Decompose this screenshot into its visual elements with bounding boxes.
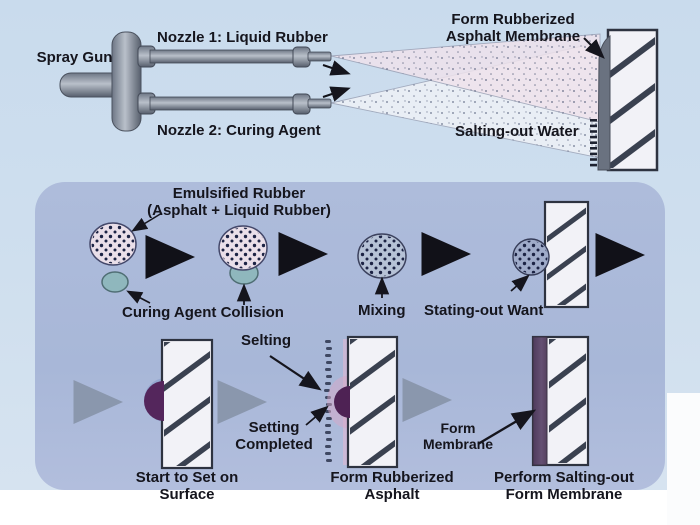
substrate-wall-row2a	[144, 338, 214, 470]
emulsified-rubber-label: Emulsified Rubber (Asphalt + Liquid Rubb…	[147, 185, 331, 219]
start-to-set-label: Start to Set on Surface	[135, 469, 239, 503]
converge-arrow-upper-icon	[322, 60, 351, 76]
curing-pointer-arrow-1-icon	[126, 290, 151, 304]
substrate-wall-top	[597, 28, 659, 172]
spray-gun-label: Spray Gun	[36, 49, 113, 66]
formed-membrane-strip	[532, 336, 548, 466]
emulsified-pointer-arrow-icon	[131, 212, 163, 232]
substrate-wall-row2c	[531, 335, 590, 467]
mixing-label: Mixing	[358, 302, 406, 319]
set-completed-droplet-half	[334, 386, 350, 418]
stating-out-want-label: Stating-out Want	[424, 302, 544, 319]
spray-gun	[59, 31, 332, 132]
form-membrane-top-label: Form Rubberized Asphalt Membrane	[445, 11, 581, 45]
perform-salting-out-label: Perform Salting-out Form Membrane	[493, 469, 634, 503]
salting-out-water-label: Salting-out Water	[455, 123, 579, 140]
form-membrane-pointer-arrow-icon	[477, 409, 537, 446]
form-membrane-label: Form Membrane	[422, 420, 494, 452]
selting-label: Selting	[241, 332, 292, 349]
mixing-droplet	[357, 233, 407, 279]
formed-membrane-layer	[597, 35, 611, 171]
stating-pointer-arrow-icon	[510, 274, 530, 292]
collision-droplet	[218, 225, 268, 285]
curing-agent-collision-label: Curing Agent Collision	[122, 304, 284, 321]
emulsified-rubber-droplet-1	[89, 222, 137, 266]
nozzle1-label: Nozzle 1: Liquid Rubber	[157, 29, 328, 46]
setting-completed-pointer-arrow-icon	[305, 405, 329, 426]
substrate-wall-row2b	[327, 335, 399, 469]
substrate-wall-row1	[543, 200, 590, 309]
converge-arrow-lower-icon	[322, 86, 351, 102]
setting-droplet-half	[144, 381, 164, 421]
curing-agent-droplet-1	[101, 271, 129, 293]
stating-out-droplet	[512, 238, 550, 276]
form-rubberized-asphalt-label: Form Rubberized Asphalt	[330, 469, 454, 503]
membrane-pointer-arrow-icon	[583, 37, 605, 59]
nozzle2-label: Nozzle 2: Curing Agent	[157, 122, 321, 139]
water-drip-dashes-icon	[590, 119, 597, 167]
setting-completed-label: Setting Completed	[235, 419, 313, 453]
selting-pointer-arrow-icon	[269, 355, 322, 391]
background-white-corner	[667, 393, 700, 525]
